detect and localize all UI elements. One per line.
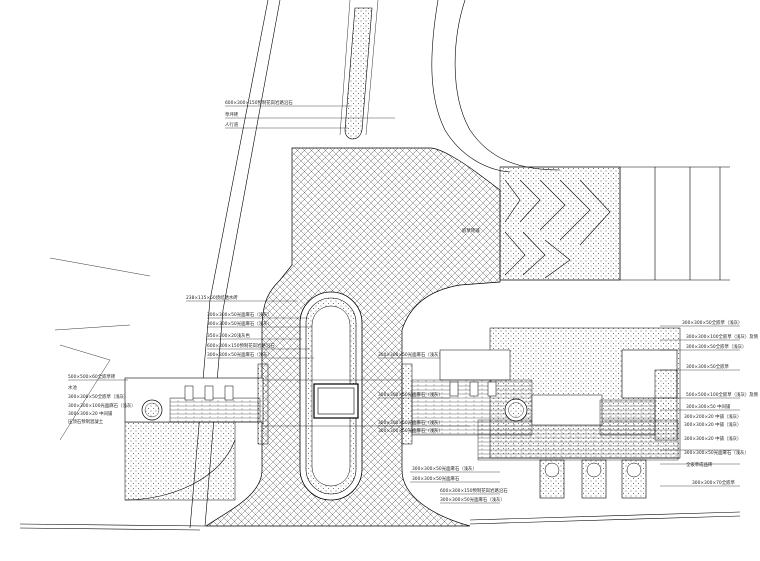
label-bottom-2: 300×300×50光面麻石 <box>412 475 460 482</box>
label-mid-left-2: 300×300×50光面麻石（浅灰） <box>207 311 272 318</box>
label-top-1: 600×300×150预制花岗岩路沿石 <box>225 99 293 106</box>
central-oval-feature <box>262 291 413 501</box>
label-far-left-1: 500×500×60全嵌草砖 <box>68 373 116 380</box>
labels-mid-left: 238×115×50烧结透水砖 300×300×50光面麻石（浅灰） 300×3… <box>186 294 275 358</box>
label-right-10: 300×300×50光面麻石（浅灰） <box>684 449 749 456</box>
label-center-2: 300×300×50光面麻石（浅灰） <box>378 391 443 398</box>
median-strip <box>344 7 373 140</box>
label-right-12: 300×300×70全嵌草 <box>692 479 735 486</box>
labels-top: 600×300×150预制花岗岩路沿石 草坪砖 人行道 <box>225 99 293 128</box>
label-right-8: 300×300×20 中铺（浅灰） <box>684 421 741 428</box>
label-mid-left-1: 238×115×50烧结透水砖 <box>186 294 238 301</box>
label-mid-left-4: 350×300×20浅灰色 <box>207 332 250 339</box>
label-far-left-3: 300×300×50全嵌草（浅灰） <box>68 393 128 400</box>
left-plaza <box>124 363 269 501</box>
label-right-6: 300×300×50 中间铺 <box>686 403 731 410</box>
label-right-3: 300×300×50全嵌草（浅灰） <box>686 343 746 350</box>
labels-center: 300×300×50光面麻石（浅灰） 300×300×50光面麻石（浅灰） 30… <box>378 351 443 434</box>
east-road-chevrons <box>499 166 721 281</box>
label-note-small: 嵌草砖铺 <box>462 227 480 234</box>
label-center-1: 300×300×50光面麻石（浅灰） <box>378 351 443 358</box>
label-far-left-2: 水池 <box>68 384 77 391</box>
label-right-5: 500×500×100全嵌草（浅灰）及侧 <box>686 391 759 398</box>
label-far-left-5: 300×300×20 中间铺 <box>68 410 113 417</box>
label-right-7: 300×200×20 中铺（浅灰） <box>684 413 741 420</box>
label-bottom-1: 300×300×50光面麻石（浅灰） <box>412 465 477 472</box>
right-plaza <box>411 327 681 499</box>
label-right-2: 300×300×100全嵌草（浅灰）及侧 <box>686 333 759 340</box>
label-right-9: 300×300×20 中铺（浅灰） <box>684 435 741 442</box>
label-right-4: 300×300×50全嵌草 <box>686 363 729 370</box>
label-mid-left-6: 300×300×50光面麻石（浅灰） <box>207 351 272 358</box>
label-right-1: 300×300×50全嵌草（浅灰） <box>682 319 742 326</box>
label-far-left-6: 压顶石预制混凝土 <box>68 418 104 425</box>
label-far-left-4: 300×300×100光面麻石（浅灰） <box>68 402 136 409</box>
label-top-2: 草坪砖 <box>225 111 239 118</box>
label-mid-left-5: 600×300×150预制花岗岩路沿石 <box>207 342 275 349</box>
label-bottom-4: 300×300×50光面麻石（浅灰） <box>440 496 505 503</box>
label-center-4: 300×300×50光面麻石（浅灰） <box>378 427 443 434</box>
label-center-3: 300×300×50光面麻石（浅灰） <box>378 419 443 426</box>
label-right-11: 全嵌草成品砖 <box>686 461 713 468</box>
label-mid-left-3: 300×300×50光面麻石（浅灰） <box>207 320 272 327</box>
labels-right: 300×300×50全嵌草（浅灰） 300×300×100全嵌草（浅灰）及侧 3… <box>682 319 759 486</box>
labels-bottom: 300×300×50光面麻石（浅灰） 300×300×50光面麻石 600×30… <box>412 465 508 503</box>
leader-lines <box>68 105 740 504</box>
labels-far-left: 500×500×60全嵌草砖 水池 300×300×50全嵌草（浅灰） 300×… <box>68 373 136 425</box>
label-top-3: 人行道 <box>225 121 239 128</box>
label-bottom-3: 600×300×150预制花岗岩路沿石 <box>440 487 508 494</box>
